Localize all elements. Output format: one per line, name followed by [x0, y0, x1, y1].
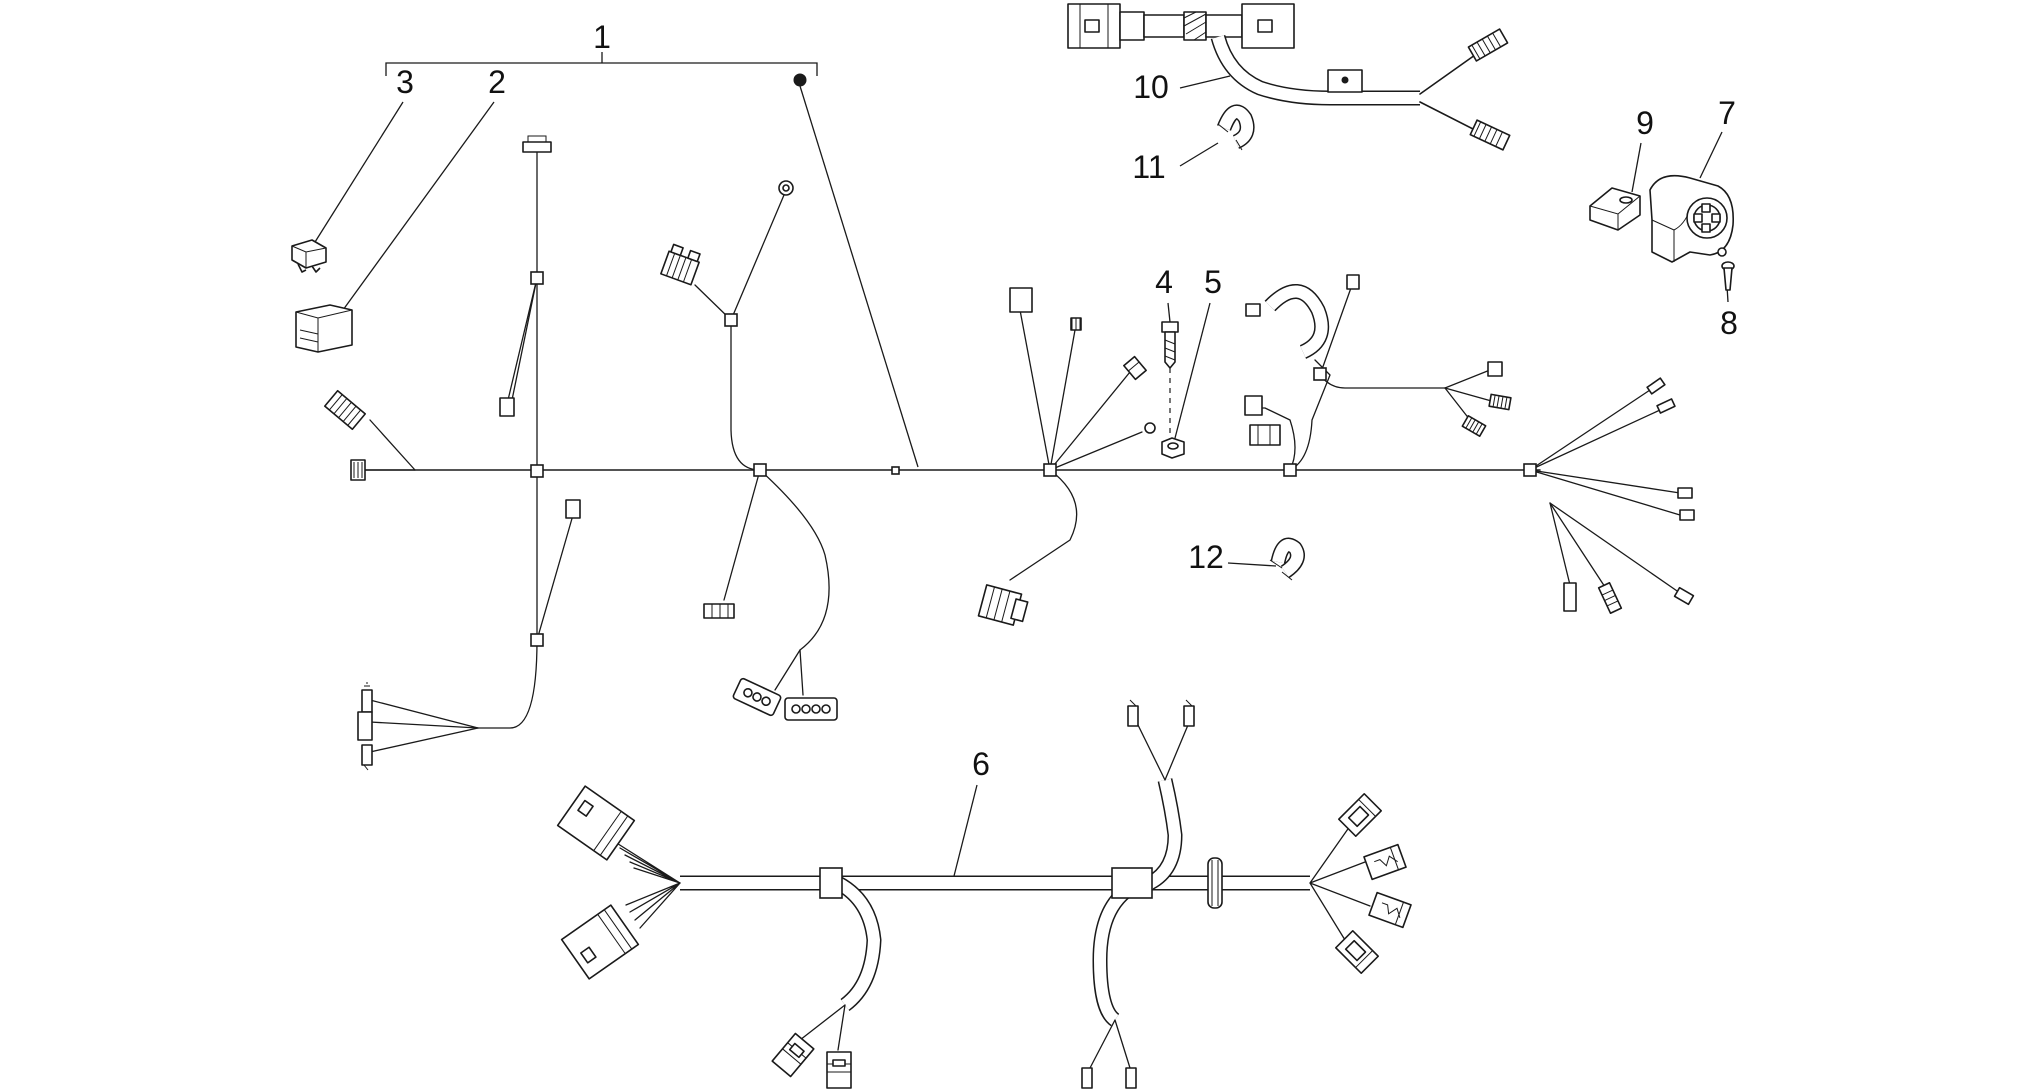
clip-connector — [1249, 424, 1281, 446]
harness-6-large-connector — [556, 785, 636, 861]
multi-pin-connector — [660, 243, 701, 286]
adapter-terminal — [1469, 119, 1511, 151]
harness-6-right-connector — [1363, 843, 1407, 881]
spade-terminal — [1677, 487, 1693, 499]
small-plug — [499, 397, 515, 417]
item-12-cable-clip — [1269, 537, 1305, 581]
callout-1: 1 — [593, 19, 611, 55]
callout-8: 8 — [1720, 305, 1738, 341]
flat-terminal — [1461, 415, 1487, 437]
splice-node — [724, 313, 738, 327]
small-terminal — [1346, 274, 1360, 290]
round-pin-connector-3 — [732, 677, 782, 717]
ring-terminal-hole — [782, 184, 790, 192]
small-plug — [565, 499, 581, 519]
item-4-bolt — [1161, 321, 1179, 440]
lower-left-connectors — [357, 682, 373, 771]
spade-terminal — [1673, 586, 1695, 606]
angled-plug — [1123, 355, 1147, 381]
splice-node — [1523, 463, 1537, 477]
angled-connector — [323, 389, 367, 431]
item-8-screw — [1721, 261, 1735, 291]
splice-node — [530, 633, 544, 647]
callout-5: 5 — [1204, 264, 1222, 300]
round-pin-connector-4 — [784, 697, 838, 721]
spade-terminal — [1656, 398, 1676, 414]
harness-6-splice — [819, 867, 843, 899]
item-5-nut — [1161, 437, 1185, 459]
callout-7: 7 — [1718, 95, 1736, 131]
callout-2: 2 — [488, 64, 506, 100]
harness-6-right-connector — [1337, 792, 1383, 838]
item-7-sensor — [1649, 174, 1735, 263]
splice-node — [891, 466, 900, 475]
splice-node — [530, 464, 544, 478]
adapter-terminal — [1467, 28, 1509, 62]
harness-6-spade-terminals — [1081, 699, 1195, 1089]
callout-12: 12 — [1188, 539, 1224, 575]
item-10-adapter-cable — [1067, 3, 1511, 151]
item-3-fuse — [291, 239, 327, 273]
harness-6-grommet — [1207, 857, 1223, 909]
top-connector — [522, 141, 552, 153]
callout-9: 9 — [1636, 105, 1654, 141]
callout-labels: 1 2 3 4 5 6 7 8 9 10 11 12 — [396, 19, 1738, 782]
callout-4: 4 — [1155, 264, 1173, 300]
box-connector — [1009, 287, 1033, 313]
splice-node — [753, 463, 767, 477]
blade-connector — [1563, 582, 1577, 612]
three-pin-connector — [703, 603, 735, 619]
lower-loop-connector — [977, 584, 1029, 626]
splice-node — [530, 271, 544, 285]
ground-terminal — [1144, 422, 1156, 434]
harness-6-terminal-connector — [771, 1032, 815, 1078]
harness-6-terminal-connector — [826, 1051, 852, 1089]
spade-terminal — [1679, 509, 1695, 521]
blade-connector — [1597, 581, 1623, 615]
harness-6-right-connector — [1334, 929, 1380, 975]
callout-6: 6 — [972, 746, 990, 782]
harness-6-splice — [1111, 867, 1153, 899]
callout-3: 3 — [396, 64, 414, 100]
item-11-cable-clip — [1217, 104, 1255, 151]
leader-lines — [309, 52, 1729, 881]
spade-terminal — [1646, 377, 1666, 395]
item-6-secondary-harness — [556, 699, 1412, 1089]
small-terminal — [1245, 303, 1261, 317]
harness-6-large-connector — [560, 904, 640, 980]
splice-node — [1313, 367, 1327, 381]
harness-6-right-connector — [1368, 891, 1412, 929]
splice-node — [1283, 463, 1297, 477]
clip-connector — [1244, 395, 1263, 416]
item-2-relay-box — [295, 304, 353, 353]
main-harness — [323, 135, 1695, 771]
callout-11: 11 — [1132, 149, 1165, 185]
callout-10: 10 — [1133, 69, 1169, 105]
splice-node — [1043, 463, 1057, 477]
flat-terminal — [1487, 361, 1503, 377]
flat-terminal — [1488, 393, 1512, 411]
item-9-bracket — [1589, 187, 1641, 231]
item-1-dot-marker — [793, 73, 807, 87]
